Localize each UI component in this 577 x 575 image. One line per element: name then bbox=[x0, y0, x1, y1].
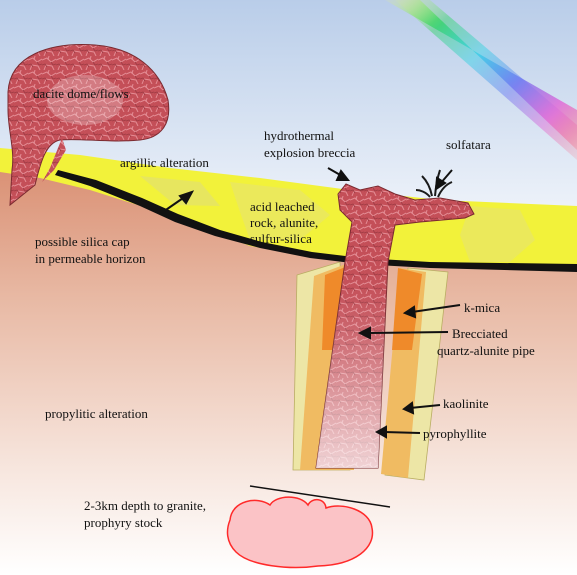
label-acid-leached-line2: rock, alunite, bbox=[250, 215, 318, 230]
granite-stock bbox=[228, 497, 373, 567]
label-silica-cap-line2: in permeable horizon bbox=[35, 251, 146, 266]
label-brecciated-line1: Brecciated bbox=[452, 326, 508, 341]
label-argillic-alteration: argillic alteration bbox=[120, 155, 209, 170]
label-brecciated-line2: quartz-alunite pipe bbox=[437, 343, 535, 358]
label-dacite-dome: dacite dome/flows bbox=[33, 86, 129, 101]
label-acid-leached-line1: acid leached bbox=[250, 199, 315, 214]
label-solfatara: solfatara bbox=[446, 137, 491, 152]
label-hydrothermal-line1: hydrothermal bbox=[264, 128, 334, 143]
label-silica-cap-line1: possible silica cap bbox=[35, 234, 130, 249]
label-depth-line1: 2-3km depth to granite, bbox=[84, 498, 206, 513]
label-kmica: k-mica bbox=[464, 300, 500, 315]
label-depth-line2: prophyry stock bbox=[84, 515, 163, 530]
label-acid-leached-line3: sulfur-silica bbox=[250, 231, 312, 246]
label-hydrothermal-line2: explosion breccia bbox=[264, 145, 356, 160]
label-propylitic: propylitic alteration bbox=[45, 406, 148, 421]
label-pyrophyllite: pyrophyllite bbox=[423, 426, 487, 441]
label-kaolinite: kaolinite bbox=[443, 396, 489, 411]
